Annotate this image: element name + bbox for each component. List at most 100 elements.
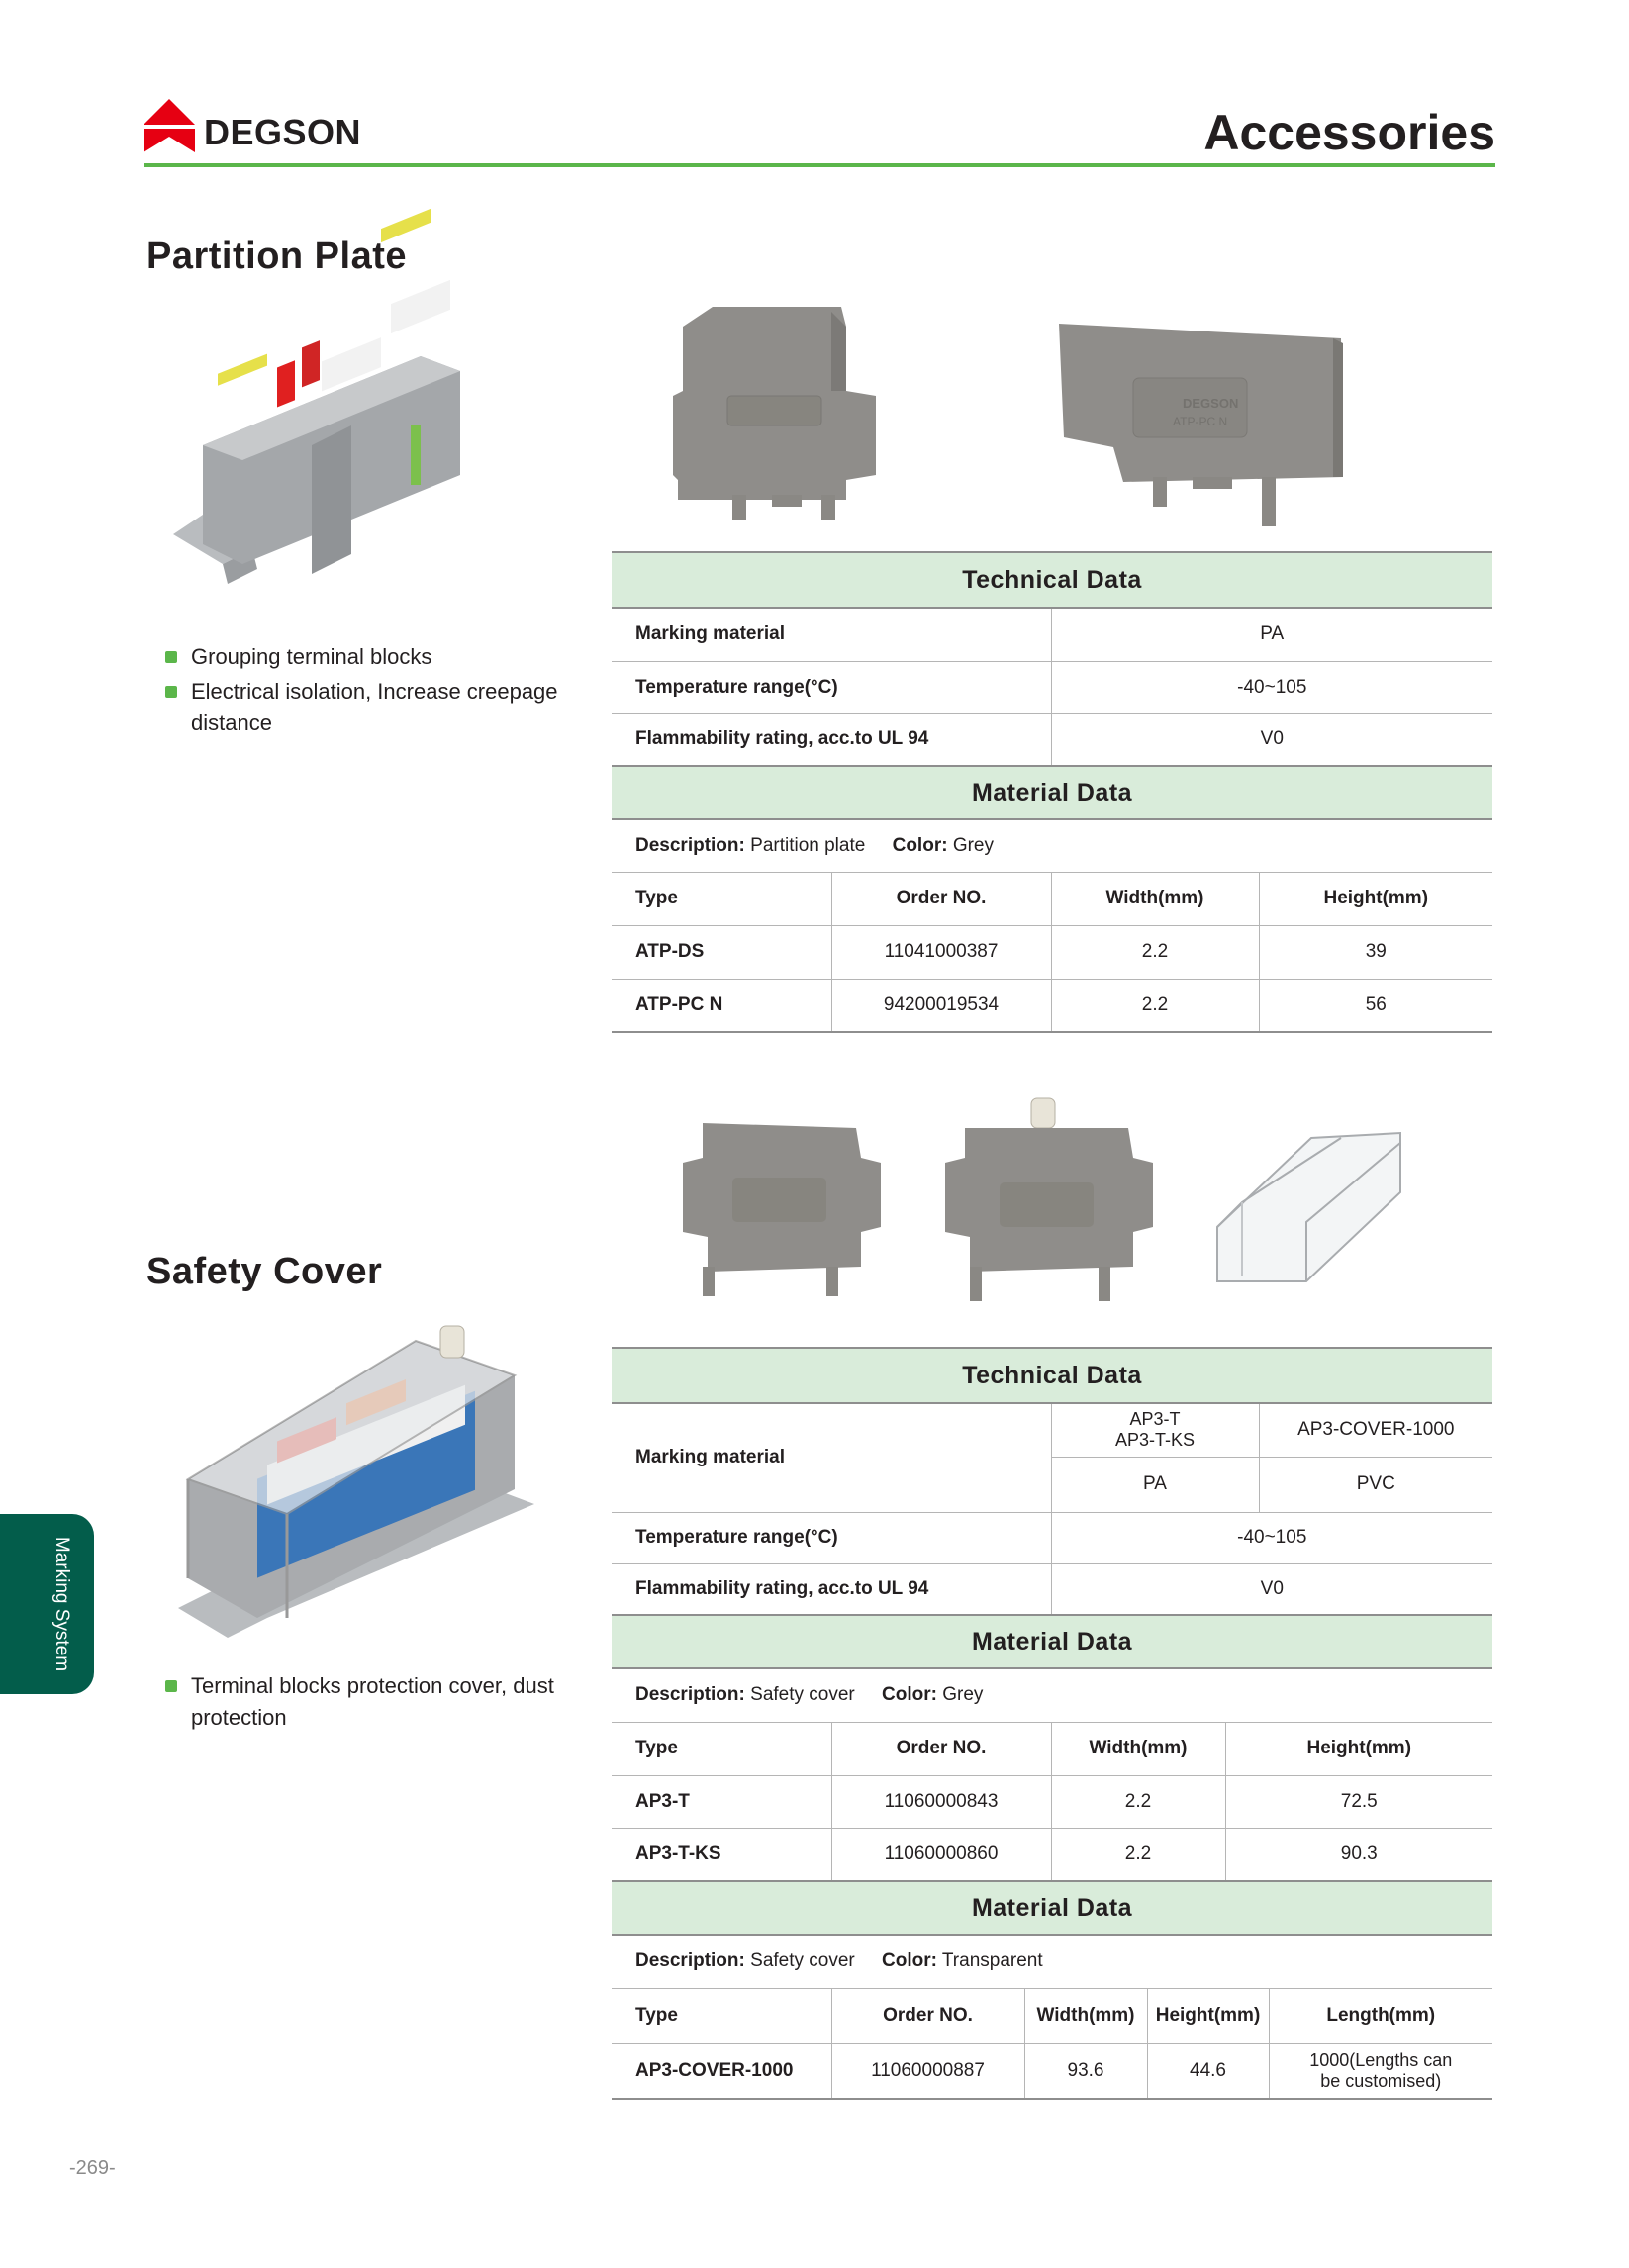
width-cell: 2.2 bbox=[1051, 979, 1260, 1033]
product-group-header: AP3-T AP3-T-KS bbox=[1051, 1403, 1260, 1458]
partition-plate-assembly-image bbox=[173, 208, 460, 584]
column-header: Width(mm) bbox=[1024, 1988, 1148, 2044]
atp-pc-n-plate-image: DEGSON ATP-PC N bbox=[1059, 324, 1343, 526]
width-cell: 2.2 bbox=[1051, 1828, 1226, 1881]
page-title: Accessories bbox=[1203, 105, 1495, 160]
table-row: AP3-COVER-1000 11060000887 93.6 44.6 100… bbox=[612, 2043, 1492, 2100]
width-cell: 2.2 bbox=[1051, 1775, 1226, 1829]
table-row: ATP-PC N 94200019534 2.2 56 bbox=[612, 979, 1493, 1033]
degson-logo bbox=[144, 99, 195, 152]
safety-cover-technical-table: Technical Data Marking material AP3-T AP… bbox=[612, 1347, 1493, 1616]
spec-value: PVC bbox=[1259, 1457, 1493, 1513]
spec-label: Marking material bbox=[612, 608, 1052, 662]
feature-item: Electrical isolation, Increase creepage … bbox=[153, 676, 569, 739]
material-description: Description: Partition plate Color: Grey bbox=[612, 819, 1493, 873]
partition-plate-features: Grouping terminal blocks Electrical isol… bbox=[153, 641, 569, 742]
order-no-cell: 11060000860 bbox=[831, 1828, 1052, 1881]
brand-name: DEGSON bbox=[204, 112, 362, 152]
page-number: -269- bbox=[69, 2157, 116, 2179]
column-header: Width(mm) bbox=[1051, 872, 1260, 926]
feature-text: Grouping terminal blocks bbox=[191, 644, 432, 669]
length-cell: 1000(Lengths can be customised) bbox=[1269, 2043, 1492, 2100]
technical-data-heading: Technical Data bbox=[612, 551, 1493, 609]
spec-value: PA bbox=[1051, 608, 1493, 662]
feature-text: Terminal blocks protection cover, dust p… bbox=[191, 1673, 554, 1730]
feature-text: Electrical isolation, Increase creepage … bbox=[191, 679, 558, 735]
plate-logo-mark: DEGSON bbox=[1183, 396, 1238, 411]
color-label: Color: bbox=[892, 834, 948, 856]
description-value: Partition plate bbox=[750, 834, 866, 856]
safety-cover-assembly-image bbox=[178, 1325, 534, 1638]
marking-system-side-tab: Marking System bbox=[0, 1514, 94, 1694]
technical-data-heading: Technical Data bbox=[612, 1347, 1493, 1404]
spec-label: Flammability rating, acc.to UL 94 bbox=[612, 713, 1052, 767]
description-value: Safety cover bbox=[750, 1950, 855, 1972]
description-value: Safety cover bbox=[750, 1684, 855, 1706]
type-cell: ATP-PC N bbox=[612, 979, 832, 1033]
column-header: Order NO. bbox=[831, 872, 1052, 926]
header-divider bbox=[144, 163, 1495, 167]
height-cell: 44.6 bbox=[1147, 2043, 1270, 2100]
spec-label: Temperature range(°C) bbox=[612, 1512, 1052, 1564]
partition-plate-spec-table: Technical Data Marking material PA Tempe… bbox=[612, 551, 1493, 1033]
material-data-heading: Material Data bbox=[612, 1614, 1492, 1669]
bullet-square-icon bbox=[165, 1680, 177, 1692]
column-header: Type bbox=[612, 1722, 832, 1776]
safety-cover-transparent-material-table: Material Data Description: Safety cover … bbox=[612, 1880, 1492, 2100]
color-value: Grey bbox=[942, 1684, 984, 1706]
material-description: Description: Safety cover Color: Transpa… bbox=[612, 1935, 1492, 1989]
type-cell: AP3-T-KS bbox=[612, 1828, 832, 1881]
spec-value: -40~105 bbox=[1051, 661, 1493, 714]
material-description: Description: Safety cover Color: Grey bbox=[612, 1668, 1492, 1723]
ap3-t-ks-cover-image bbox=[945, 1097, 1153, 1301]
table-row: AP3-T 11060000843 2.2 72.5 bbox=[612, 1775, 1492, 1829]
column-header: Height(mm) bbox=[1147, 1988, 1270, 2044]
material-data-heading: Material Data bbox=[612, 765, 1493, 820]
height-cell: 72.5 bbox=[1225, 1775, 1492, 1829]
description-label: Description: bbox=[635, 834, 745, 856]
table-row: AP3-T-KS 11060000860 2.2 90.3 bbox=[612, 1828, 1492, 1881]
height-cell: 56 bbox=[1259, 979, 1493, 1033]
color-label: Color: bbox=[882, 1684, 937, 1706]
description-label: Description: bbox=[635, 1684, 745, 1706]
column-header: Height(mm) bbox=[1259, 872, 1493, 926]
plate-code-mark: ATP-PC N bbox=[1173, 415, 1227, 428]
spec-label: Temperature range(°C) bbox=[612, 661, 1052, 714]
order-no-cell: 11060000887 bbox=[831, 2043, 1025, 2100]
column-header: Width(mm) bbox=[1051, 1722, 1226, 1776]
safety-cover-features: Terminal blocks protection cover, dust p… bbox=[153, 1670, 569, 1737]
bullet-square-icon bbox=[165, 651, 177, 663]
spec-label: Marking material bbox=[612, 1403, 1052, 1513]
spec-value: -40~105 bbox=[1051, 1512, 1493, 1564]
order-no-cell: 11060000843 bbox=[831, 1775, 1052, 1829]
spec-value: V0 bbox=[1051, 713, 1493, 767]
safety-cover-title: Safety Cover bbox=[146, 1251, 383, 1292]
column-header: Length(mm) bbox=[1269, 1988, 1492, 2044]
ap3-t-cover-image bbox=[683, 1123, 881, 1296]
ap3-cover-1000-image bbox=[1216, 1131, 1401, 1282]
color-value: Transparent bbox=[941, 1950, 1043, 1972]
height-cell: 90.3 bbox=[1225, 1828, 1492, 1881]
color-value: Grey bbox=[952, 834, 995, 856]
type-cell: AP3-COVER-1000 bbox=[612, 2043, 832, 2100]
column-header: Height(mm) bbox=[1225, 1722, 1492, 1776]
column-header: Order NO. bbox=[831, 1988, 1025, 2044]
partition-plate-title: Partition Plate bbox=[146, 236, 407, 277]
type-cell: AP3-T bbox=[612, 1775, 832, 1829]
column-header: Order NO. bbox=[831, 1722, 1052, 1776]
type-cell: ATP-DS bbox=[612, 925, 832, 980]
feature-item: Grouping terminal blocks bbox=[153, 641, 569, 673]
spec-value: PA bbox=[1051, 1457, 1260, 1513]
order-no-cell: 11041000387 bbox=[831, 925, 1052, 980]
safety-cover-grey-material-table: Material Data Description: Safety cover … bbox=[612, 1614, 1492, 1881]
spec-label: Flammability rating, acc.to UL 94 bbox=[612, 1563, 1052, 1616]
height-cell: 39 bbox=[1259, 925, 1493, 980]
column-header: Type bbox=[612, 1988, 832, 2044]
width-cell: 2.2 bbox=[1051, 925, 1260, 980]
column-header: Type bbox=[612, 872, 832, 926]
order-no-cell: 94200019534 bbox=[831, 979, 1052, 1033]
description-label: Description: bbox=[635, 1950, 745, 1972]
product-group-header: AP3-COVER-1000 bbox=[1259, 1403, 1493, 1458]
atp-ds-plate-image bbox=[673, 307, 876, 520]
spec-value: V0 bbox=[1051, 1563, 1493, 1616]
